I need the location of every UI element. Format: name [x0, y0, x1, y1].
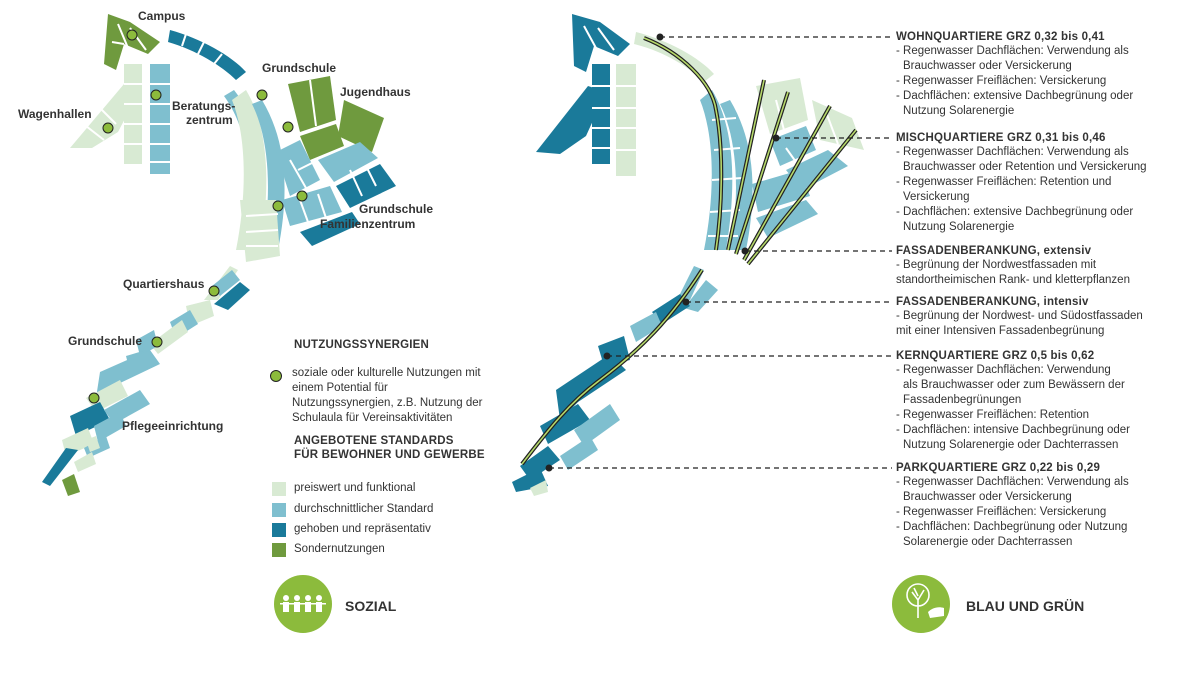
right-site-map [512, 14, 892, 496]
block-line: - Regenwasser Dachflächen: Verwendung al… [896, 476, 1129, 488]
block-line: - Regenwasser Freiflächen: Versickerung [896, 75, 1107, 87]
sozial-title: SOZIAL [345, 598, 397, 614]
wagenhallen-area [70, 84, 140, 148]
block-fassade-extensiv: FASSADENBERANKUNG, extensiv - Begrünung … [896, 244, 1196, 288]
standards-heading-1: ANGEBOTENE STANDARDS [294, 435, 454, 447]
synergy-heading: NUTZUNGSSYNERGIEN [294, 339, 430, 351]
r-west-block [536, 86, 606, 154]
block-line: standortheimischen Rank- und kletterpfla… [896, 274, 1130, 286]
block-heading: FASSADENBERANKUNG, intensiv [896, 296, 1089, 308]
legend-swatch [272, 503, 286, 517]
label-grundschule-fz-1: Grundschule [359, 202, 434, 216]
block-line: Nutzung Solarenergie [903, 105, 1015, 117]
block-line: - Regenwasser Freiflächen: Retention und [896, 176, 1112, 188]
block-line: - Regenwasser Dachflächen: Verwendung al… [896, 146, 1129, 158]
block-heading: PARKQUARTIERE GRZ 0,22 bis 0,29 [896, 462, 1101, 474]
block-fassade-intensiv: FASSADENBERANKUNG, intensiv - Begrünung … [896, 295, 1196, 339]
leader-lines [545, 33, 892, 472]
r-campus [572, 14, 630, 72]
block-line: Brauchwasser oder Versickerung [903, 60, 1072, 72]
block-line: Brauchwasser oder Versickerung [903, 491, 1072, 503]
block-line: - Regenwasser Dachflächen: Verwendung [896, 364, 1111, 376]
legend-label: gehoben und repräsentativ [294, 523, 431, 535]
central-fan [232, 76, 396, 262]
label-beratungszentrum-1: Beratungs- [172, 99, 236, 113]
block-line: Versickerung [903, 191, 970, 203]
synergy-dot-icon [270, 370, 282, 382]
tree-water-icon [892, 575, 950, 633]
block-heading: WOHNQUARTIERE GRZ 0,32 bis 0,41 [896, 31, 1105, 43]
blau-gruen-title: BLAU UND GRÜN [966, 598, 1085, 614]
block-line: Nutzung Solarenergie [903, 221, 1015, 233]
block-heading: KERNQUARTIERE GRZ 0,5 bis 0,62 [896, 350, 1095, 362]
block-line: - Dachflächen: extensive Dachbegrünung o… [896, 90, 1134, 102]
block-parkquartiere: PARKQUARTIERE GRZ 0,22 bis 0,29 - Regenw… [896, 461, 1196, 550]
facade-greening-lines [643, 36, 858, 266]
pflegeeinrichtung-area [42, 350, 160, 496]
label-grundschule-low: Grundschule [68, 334, 143, 348]
block-line: - Regenwasser Freiflächen: Versickerung [896, 506, 1107, 518]
label-quartiershaus: Quartiershaus [123, 277, 205, 291]
label-beratungszentrum-2: zentrum [186, 113, 233, 127]
label-pflegeeinrichtung: Pflegeeinrichtung [122, 419, 224, 433]
label-wagenhallen: Wagenhallen [18, 107, 92, 121]
people-icon [274, 575, 332, 633]
block-line: Brauchwasser oder Retention und Versicke… [903, 161, 1147, 173]
block-line: als Brauchwasser oder zum Bewässern der [903, 379, 1125, 391]
label-grundschule-top: Grundschule [262, 61, 337, 75]
legend-label: Sondernutzungen [294, 543, 385, 555]
block-heading: MISCHQUARTIERE GRZ 0,31 bis 0,46 [896, 132, 1106, 144]
block-line: - Begrünung der Nordwest- und Südostfass… [896, 310, 1143, 322]
block-line: Nutzung Solarenergie oder Dachterrassen [903, 439, 1119, 451]
block-wohnquartiere: WOHNQUARTIERE GRZ 0,32 bis 0,41 - Regenw… [896, 30, 1196, 119]
block-line: - Dachflächen: Dachbegrünung oder Nutzun… [896, 521, 1128, 533]
block-mischquartiere: MISCHQUARTIERE GRZ 0,31 bis 0,46 - Regen… [896, 131, 1196, 235]
block-line: - Regenwasser Dachflächen: Verwendung al… [896, 45, 1129, 57]
synergy-text: soziale oder kulturelle Nutzungen mit ei… [292, 367, 483, 424]
beratungszentrum-area [124, 64, 170, 174]
standards-heading-2: FÜR BEWOHNER UND GEWERBE [294, 449, 485, 461]
block-line: - Begrünung der Nordwestfassaden mit [896, 259, 1097, 271]
block-line: - Dachflächen: extensive Dachbegrünung o… [896, 206, 1134, 218]
label-grundschule-fz-2: Familienzentrum [320, 217, 416, 231]
legend-swatch [272, 523, 286, 537]
block-kernquartiere: KERNQUARTIERE GRZ 0,5 bis 0,62 - Regenwa… [896, 349, 1196, 453]
legend-label: preiswert und funktional [294, 482, 416, 494]
block-line: Solarenergie oder Dachterrassen [903, 536, 1073, 548]
block-line: mit einer Intensiven Fassadenbegrünung [896, 325, 1105, 337]
block-heading: FASSADENBERANKUNG, extensiv [896, 245, 1092, 257]
label-campus: Campus [138, 9, 186, 23]
left-site-map [42, 14, 396, 496]
legend-label: durchschnittlicher Standard [294, 503, 434, 515]
block-line: - Regenwasser Freiflächen: Retention [896, 409, 1090, 421]
block-line: - Dachflächen: intensive Dachbegrünung o… [896, 424, 1130, 436]
legend-swatch [272, 482, 286, 496]
label-jugendhaus: Jugendhaus [340, 85, 411, 99]
legend-swatch [272, 543, 286, 557]
block-line: Fassadenbegrünungen [903, 394, 1022, 406]
synergy-markers [88, 29, 308, 404]
